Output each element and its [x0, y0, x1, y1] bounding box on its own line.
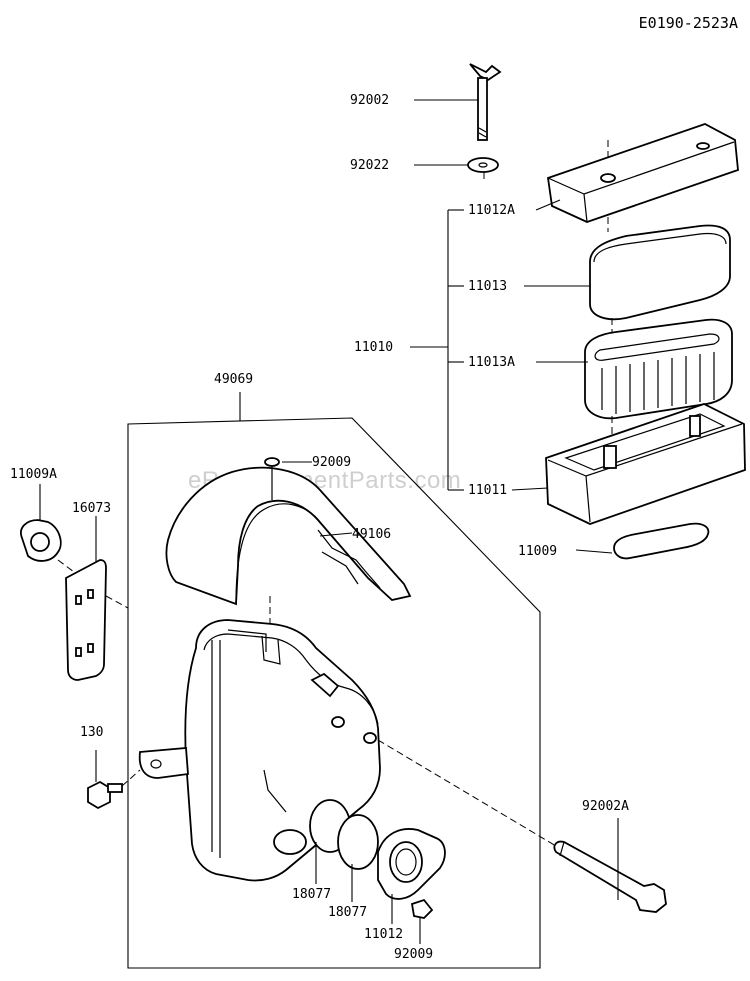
- label-49106: 49106: [352, 527, 391, 542]
- label-49069: 49069: [214, 372, 253, 387]
- plate-16073: [65, 559, 107, 681]
- element-11013A: [584, 318, 733, 420]
- label-11011: 11011: [468, 483, 507, 498]
- pre-cleaner-11013: [589, 224, 731, 321]
- label-92009-top: 92009: [312, 455, 351, 470]
- label-92009-bottom: 92009: [394, 947, 433, 962]
- label-11013A: 11013A: [468, 355, 515, 370]
- label-18077-a: 18077: [292, 887, 331, 902]
- bolt-92002: [469, 63, 502, 141]
- flange-11012: [377, 828, 446, 900]
- label-11009: 11009: [518, 544, 557, 559]
- cover-11012A: [547, 123, 739, 223]
- label-11012A: 11012A: [468, 203, 515, 218]
- diagram-code: E0190-2523A: [639, 14, 738, 32]
- assembly-bracket-11010: [410, 209, 464, 491]
- label-11012: 11012: [364, 927, 403, 942]
- heat-shield-49106: [165, 466, 412, 606]
- label-92002: 92002: [350, 93, 389, 108]
- label-11013: 11013: [468, 279, 507, 294]
- base-11011: [545, 403, 746, 525]
- label-92022: 92022: [350, 158, 389, 173]
- muffler-bracket-49069: [127, 392, 541, 969]
- label-11009A: 11009A: [10, 467, 57, 482]
- screw-92009-top: [264, 457, 280, 500]
- gasket-18077-b: [337, 814, 379, 870]
- screw-92009-bottom: [410, 898, 434, 919]
- label-11010: 11010: [354, 340, 393, 355]
- label-16073: 16073: [72, 501, 111, 516]
- label-92002A: 92002A: [582, 799, 629, 814]
- bolt-130: [87, 780, 123, 810]
- washer-92022: [467, 157, 499, 173]
- label-18077-b: 18077: [328, 905, 367, 920]
- gasket-11009A: [20, 519, 62, 562]
- bolt-92002A: [553, 840, 667, 913]
- gasket-11009: [613, 522, 710, 560]
- label-130: 130: [80, 725, 103, 740]
